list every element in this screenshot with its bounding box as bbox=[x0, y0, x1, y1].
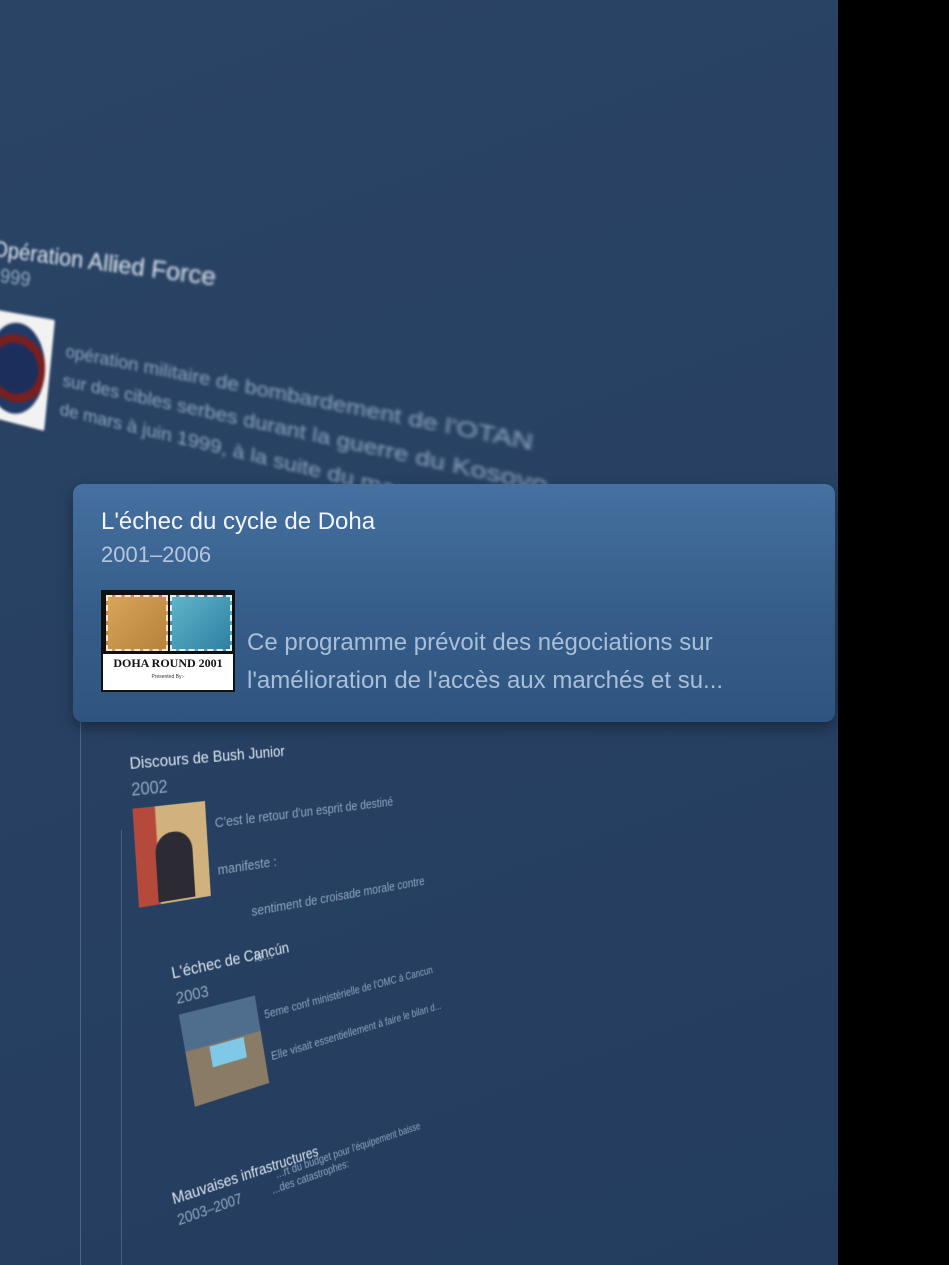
event-years: 2001–2006 bbox=[101, 542, 212, 567]
event-thumbnail[interactable]: DOHA ROUND 2001 Presented By:- bbox=[101, 590, 235, 692]
event-thumbnail bbox=[0, 308, 55, 431]
event-thumbnail bbox=[178, 995, 270, 1107]
event-title: L'échec du cycle de Doha bbox=[101, 508, 376, 535]
stamp-image bbox=[106, 595, 168, 651]
stamp-image bbox=[170, 595, 232, 651]
event-description: Ce programme prévoit des négociations su… bbox=[247, 629, 724, 694]
thumbnail-caption: DOHA ROUND 2001 bbox=[113, 656, 223, 670]
timeline-connector bbox=[80, 722, 81, 1265]
event-infrastructure[interactable]: Mauvaises infrastructures 2003–2007 ...r… bbox=[170, 1106, 436, 1230]
event-thumbnail bbox=[132, 800, 211, 908]
timeline-connector bbox=[121, 830, 122, 1265]
event-card-doha[interactable]: L'échec du cycle de Doha 2001–2006 DOHA … bbox=[73, 484, 835, 722]
thumbnail-subcaption: Presented By:- bbox=[151, 674, 185, 680]
timeline-canvas[interactable]: Opération Allied Force 1999 opération mi… bbox=[0, 0, 838, 1265]
